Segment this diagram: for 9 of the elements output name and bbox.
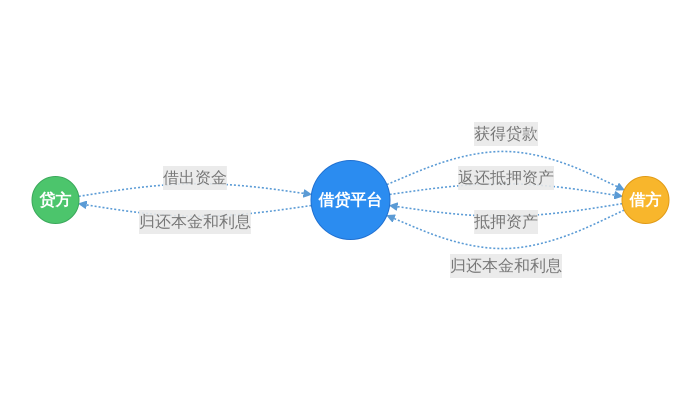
arrow	[386, 209, 624, 250]
arrow	[386, 150, 624, 191]
edge-label: 获得贷款	[474, 124, 538, 143]
edge-label: 归还本金和利息	[450, 256, 562, 275]
edge-label: 抵押资产	[474, 212, 538, 231]
edge-label: 返还抵押资产	[458, 168, 554, 188]
edge-label: 归还本金和利息	[138, 212, 250, 231]
edge-label: 借出资金	[162, 168, 226, 188]
node-circle: 贷方	[31, 176, 79, 224]
